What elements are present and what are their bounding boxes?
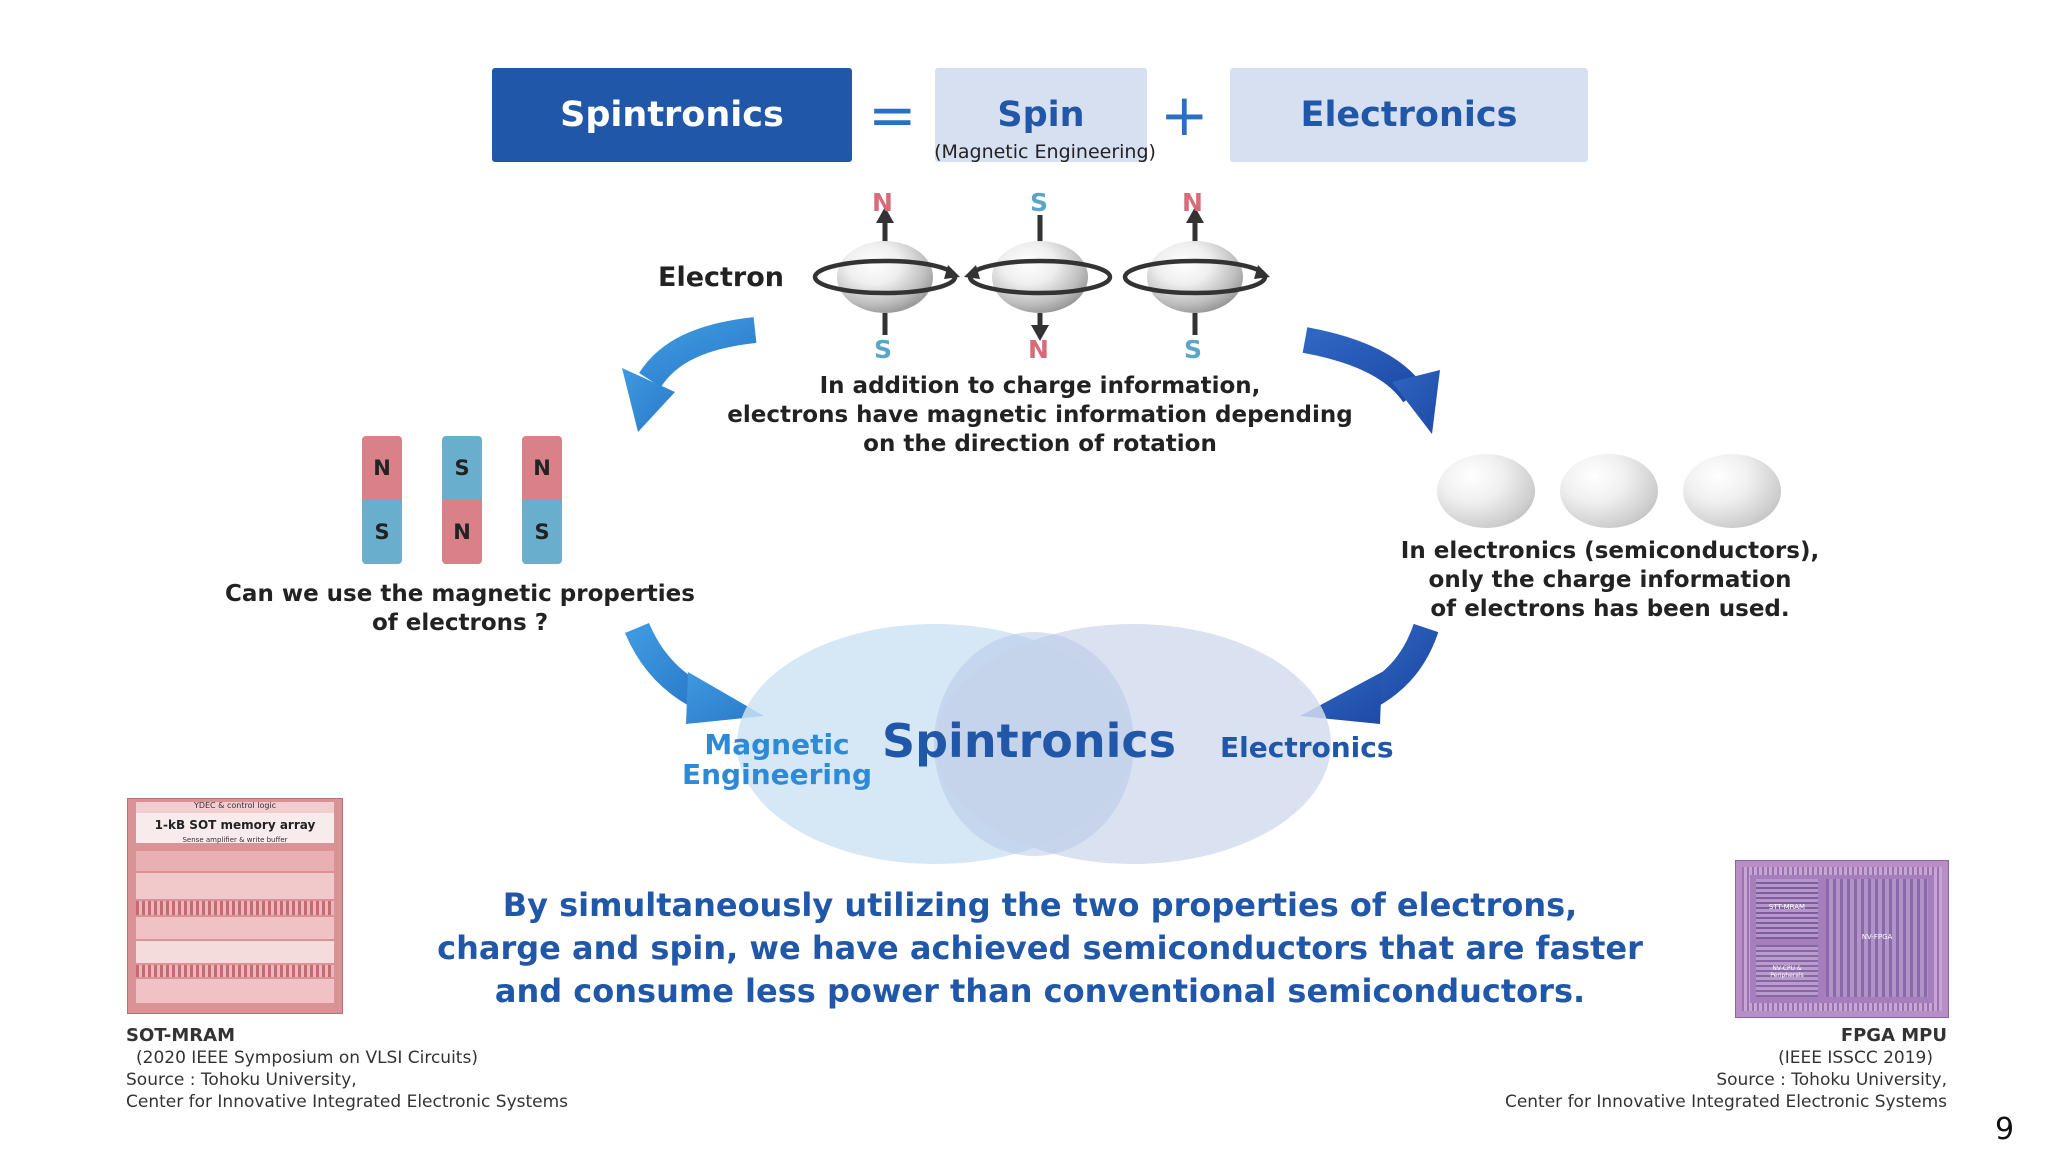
magnet-pole-bottom: N (442, 500, 482, 564)
magnet-pole-bottom: S (522, 500, 562, 564)
electron-1-top-pole: N (872, 188, 893, 217)
sot-mram-chip-photo: YDEC & control logic 1-kB SOT memory arr… (127, 798, 343, 1014)
magnet-pole-top: N (522, 436, 562, 500)
electronics-box: Electronics (1230, 68, 1588, 162)
right-chip-line: Center for Innovative Integrated Electro… (1504, 1092, 1947, 1112)
conclusion-line: By simultaneously utilizing the two prop… (502, 886, 1578, 924)
venn-left-line: Engineering (682, 758, 872, 791)
right-chip-line: Source : Tohoku University, (1716, 1070, 1947, 1090)
charge-caption-line: of electrons has been used. (1430, 596, 1790, 622)
magnet-question: Can we use the magnetic properties of el… (200, 580, 720, 638)
magnet-question-line: Can we use the magnetic properties (225, 581, 695, 607)
arrow-to-charges (1302, 327, 1440, 434)
right-chip-title: FPGA MPU (1840, 1025, 1947, 1046)
chip-label: YDEC & control logic (193, 801, 277, 810)
conclusion-line: and consume less power than conventional… (494, 972, 1586, 1010)
left-chip-line: Source : Tohoku University, (126, 1070, 357, 1090)
charge-sphere-1 (1437, 454, 1535, 528)
venn-overlap (934, 632, 1134, 856)
spintronics-box: Spintronics (492, 68, 852, 162)
plus-sign: + (1160, 81, 1209, 149)
magnet-question-line: of electrons ? (371, 610, 549, 636)
chip-label: Sense amplifier & write buffer (182, 836, 288, 844)
chip-label: NV-FPGA (1861, 933, 1893, 941)
electron-description: In addition to charge information, elect… (660, 372, 1420, 459)
left-chip-line: (2020 IEEE Symposium on VLSI Circuits) (136, 1048, 478, 1068)
electron-1 (812, 207, 960, 335)
conclusion-text: By simultaneously utilizing the two prop… (360, 884, 1720, 1013)
electron-2 (964, 215, 1113, 341)
equals-sign: = (868, 81, 917, 149)
spin-subtitle: (Magnetic Engineering) (934, 141, 1156, 163)
charge-sphere-2 (1560, 454, 1658, 528)
electron-description-line: In addition to charge information, (819, 373, 1261, 399)
chip-label: STT-MRAM (1768, 903, 1806, 911)
spintronics-label: Spintronics (560, 95, 784, 135)
left-chip-title: SOT-MRAM (126, 1025, 235, 1046)
magnet-pole-bottom: S (362, 500, 402, 564)
venn-diagram (737, 624, 1331, 864)
conclusion-line: charge and spin, we have achieved semico… (437, 929, 1643, 967)
chip-label: NV-CPU & Peripherals (1770, 965, 1804, 979)
bar-magnet-3: N S (522, 436, 562, 564)
charge-caption-line: In electronics (semiconductors), (1400, 538, 1820, 564)
fpga-mpu-chip-photo: STT-MRAM NV-CPU & Peripherals NV-FPGA (1735, 860, 1949, 1018)
venn-center-label: Spintronics (882, 714, 1177, 768)
right-chip-caption: FPGA MPU (IEEE ISSCC 2019) Source : Toho… (1380, 1025, 1947, 1113)
left-chip-caption: SOT-MRAM (2020 IEEE Symposium on VLSI Ci… (126, 1025, 568, 1113)
magnet-pole-top: S (442, 436, 482, 500)
arrow-to-magnets (622, 317, 757, 432)
electronics-label: Electronics (1300, 95, 1518, 135)
right-chip-line: (IEEE ISSCC 2019) (1778, 1048, 1933, 1068)
chip-label: 1-kB SOT memory array (154, 818, 316, 832)
electron-1-bottom-pole: S (874, 335, 893, 364)
arrow-magnets-to-venn (625, 622, 764, 724)
spin-box: Spin (935, 68, 1147, 162)
electron-description-line: on the direction of rotation (863, 431, 1217, 457)
magnet-pole-top: N (362, 436, 402, 500)
page-number: 9 (1995, 1112, 2015, 1147)
venn-left-line: Magnetic (704, 728, 850, 761)
charge-caption: In electronics (semiconductors), only th… (1360, 537, 1860, 624)
bar-magnet-1: N S (362, 436, 402, 564)
charge-sphere-3 (1683, 454, 1781, 528)
electron-2-top-pole: S (1030, 188, 1049, 217)
electron-2-bottom-pole: N (1028, 335, 1049, 364)
electron-3 (1122, 207, 1270, 335)
electron-label: Electron (658, 262, 785, 293)
bar-magnet-2: S N (442, 436, 482, 564)
electron-description-line: electrons have magnetic information depe… (727, 402, 1353, 428)
charge-caption-line: only the charge information (1428, 567, 1792, 593)
electron-3-bottom-pole: S (1184, 335, 1203, 364)
venn-left-label: Magnetic Engineering (672, 730, 882, 790)
venn-right-label: Electronics (1220, 731, 1394, 764)
electron-spins (812, 207, 1270, 341)
spin-label: Spin (997, 95, 1085, 135)
electron-3-top-pole: N (1182, 188, 1203, 217)
left-chip-line: Center for Innovative Integrated Electro… (126, 1092, 569, 1112)
